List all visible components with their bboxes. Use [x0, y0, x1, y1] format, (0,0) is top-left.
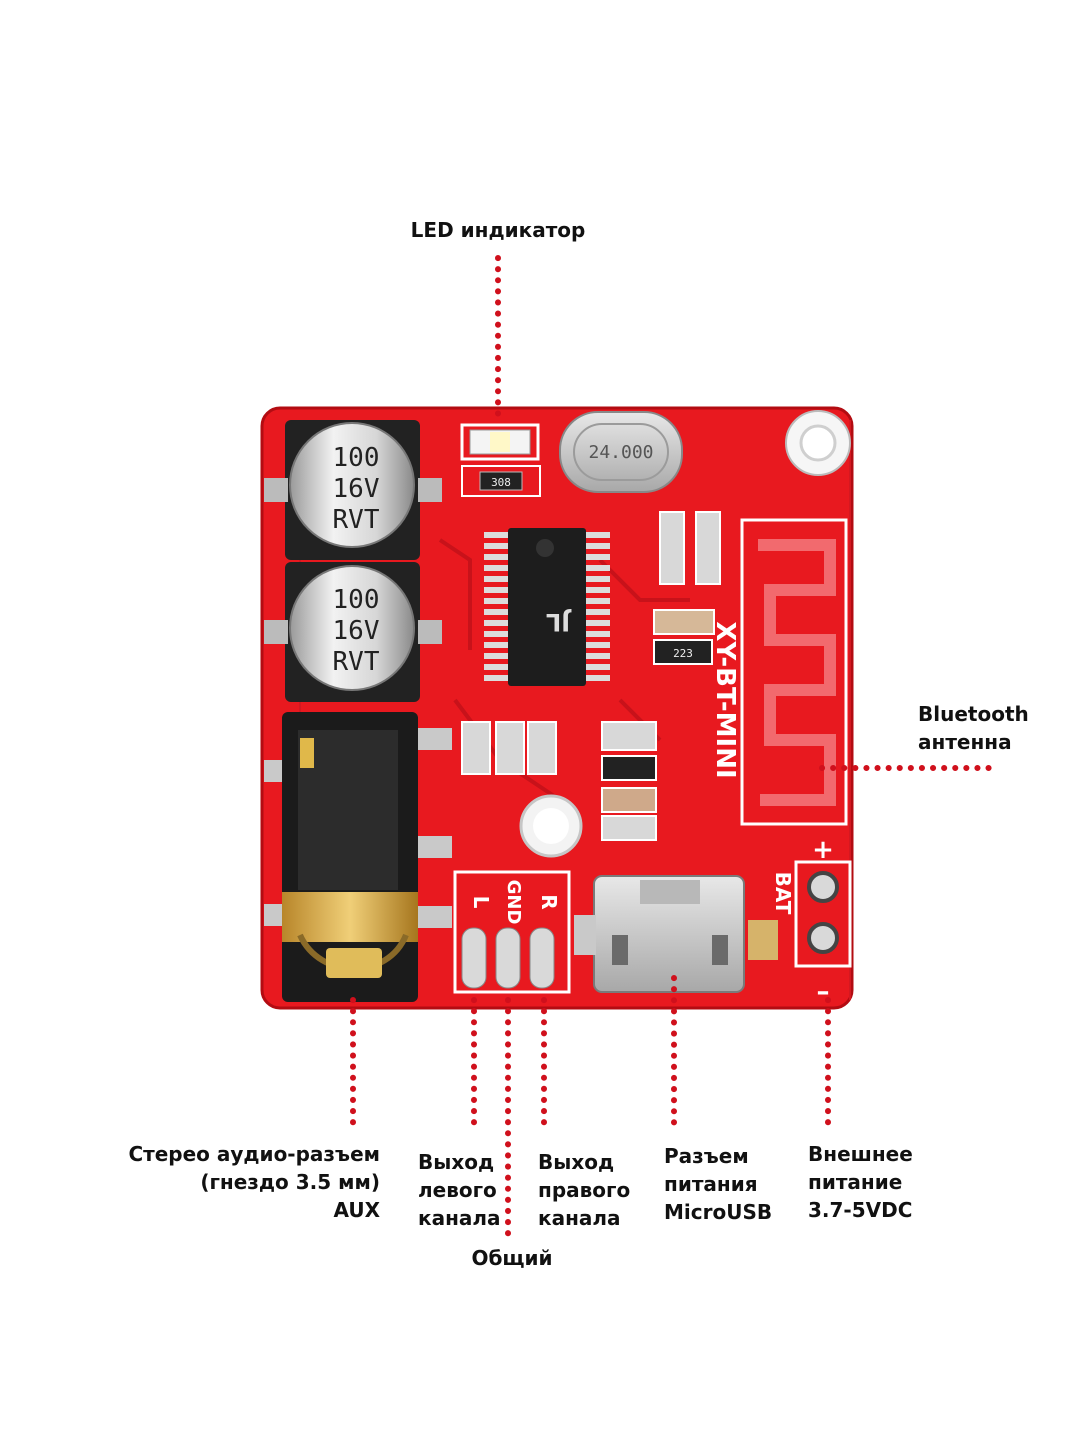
model-silkscreen: XY-BT-MINI: [710, 621, 740, 778]
pin-label-gnd: GND: [503, 880, 524, 925]
mounting-hole-top: [785, 410, 851, 476]
crystal-label: 24.000: [588, 442, 653, 463]
chip-pin: [484, 532, 510, 538]
capacitor-top-line3: RVT: [333, 505, 380, 535]
capacitor-top-line2: 16V: [333, 474, 380, 504]
chip-pin: [584, 620, 610, 626]
chip-pin: [584, 675, 610, 681]
bluetooth-antenna: [740, 518, 848, 826]
chip-pin: [484, 642, 510, 648]
svg-text:JL: JL: [546, 608, 572, 636]
chip-pin: [484, 653, 510, 659]
chip-pin: [584, 532, 610, 538]
chip-pin: [584, 609, 610, 615]
pin-label-right: R: [537, 894, 561, 909]
capacitor-top: 100 16V RVT: [264, 420, 442, 560]
chip-pin: [484, 554, 510, 560]
smd-components: [461, 511, 721, 841]
chip-pin: [484, 631, 510, 637]
chip-pin: [584, 554, 610, 560]
battery-terminals: [794, 860, 852, 968]
smd-code-2: 223: [673, 647, 693, 660]
capacitor-bottom-line3: RVT: [333, 647, 380, 677]
smd-code-1: 308: [491, 476, 511, 489]
label-aux-jack: Стерео аудио-разъем (гнездо 3.5 мм) AUX: [128, 1142, 380, 1222]
chip-pin: [584, 543, 610, 549]
label-bluetooth-antenna: Bluetooth антенна: [918, 702, 1029, 754]
chip-pin: [584, 653, 610, 659]
label-led-indicator: LED индикатор: [410, 218, 586, 242]
crystal-oscillator: 24.000: [559, 411, 683, 493]
plus-label: +: [812, 835, 834, 865]
chip-pin: [484, 543, 510, 549]
pin-label-left: L: [469, 896, 493, 909]
label-right-output: Выход правого канала: [538, 1150, 631, 1230]
chip-pin: [584, 664, 610, 670]
chip-pin: [484, 576, 510, 582]
capacitor-bottom: 100 16V RVT: [264, 562, 442, 702]
capacitor-top-line1: 100: [333, 443, 380, 473]
main-chip: JL: [484, 528, 610, 686]
microusb-port: [574, 875, 778, 993]
mounting-hole-center: [519, 794, 583, 858]
chip-pin: [584, 576, 610, 582]
label-left-output: Выход левого канала: [418, 1150, 501, 1230]
chip-pin: [484, 587, 510, 593]
chip-pin: [584, 565, 610, 571]
capacitor-bottom-line2: 16V: [333, 616, 380, 646]
capacitor-bottom-line1: 100: [333, 585, 380, 615]
chip-pin: [484, 598, 510, 604]
chip-pin: [484, 664, 510, 670]
chip-pin: [484, 620, 510, 626]
bat-label: BAT: [771, 872, 795, 915]
chip-pin: [484, 675, 510, 681]
chip-pin: [584, 587, 610, 593]
label-microusb: Разъем питания MicroUSB: [664, 1144, 773, 1224]
chip-pin: [584, 598, 610, 604]
chip-pin: [484, 609, 510, 615]
audio-jack: [264, 712, 452, 1002]
chip-pin: [584, 631, 610, 637]
chip-pin: [484, 565, 510, 571]
led-indicator: 308: [460, 423, 541, 497]
output-pin-header: [453, 870, 571, 994]
label-common: Общий: [471, 1246, 553, 1270]
label-external-power: Внешнее питание 3.7-5VDC: [808, 1142, 913, 1222]
chip-pin: [584, 642, 610, 648]
